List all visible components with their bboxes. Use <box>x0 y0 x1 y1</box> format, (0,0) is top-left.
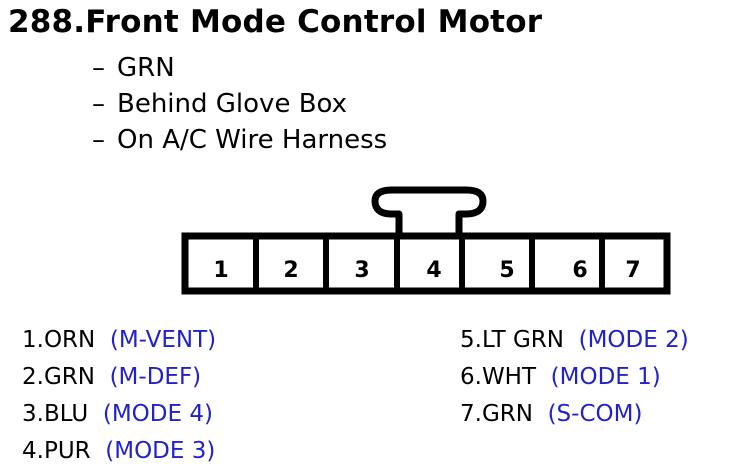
wire-color: 6.WHT <box>460 364 537 390</box>
detail-line-location: –Behind Glove Box <box>92 86 387 122</box>
connector-body <box>181 232 671 295</box>
legend-row-pin-5: 5.LT GRN (MODE 2) <box>460 322 689 359</box>
pin-number-4: 4 <box>426 258 441 283</box>
detail-line-color: –GRN <box>92 50 387 86</box>
detail-text: On A/C Wire Harness <box>117 125 388 155</box>
page-title: 288.Front Mode Control Motor <box>8 4 543 40</box>
signal-name: (MODE 4) <box>102 401 213 427</box>
dash: – <box>92 53 105 83</box>
legend-row-pin-1: 1.ORN (M-VENT) <box>22 322 216 359</box>
detail-line-harness: –On A/C Wire Harness <box>92 122 387 158</box>
pin-number-1: 1 <box>213 258 228 283</box>
legend-row-pin-4: 4.PUR (MODE 3) <box>22 433 216 470</box>
signal-name: (MODE 1) <box>550 364 661 390</box>
dash: – <box>92 89 105 119</box>
pin-number-5: 5 <box>499 258 514 283</box>
pin-legend-right: 5.LT GRN (MODE 2) 6.WHT (MODE 1) 7.GRN (… <box>460 322 689 433</box>
location-details: –GRN –Behind Glove Box –On A/C Wire Harn… <box>92 50 387 158</box>
detail-text: Behind Glove Box <box>117 89 348 119</box>
wire-color: 7.GRN <box>460 401 533 427</box>
legend-row-pin-6: 6.WHT (MODE 1) <box>460 359 689 396</box>
wire-color: 2.GRN <box>22 364 95 390</box>
pin-legend-left: 1.ORN (M-VENT) 2.GRN (M-DEF) 3.BLU (MODE… <box>22 322 216 470</box>
detail-text: GRN <box>117 53 175 83</box>
signal-name: (M-DEF) <box>109 364 202 390</box>
pin-number-3: 3 <box>354 258 369 283</box>
signal-name: (MODE 2) <box>578 327 689 353</box>
connector-lock-tab <box>371 186 487 236</box>
signal-name: (S-COM) <box>547 401 643 427</box>
wire-color: 4.PUR <box>22 438 91 464</box>
pin-number-2: 2 <box>283 258 298 283</box>
legend-row-pin-2: 2.GRN (M-DEF) <box>22 359 216 396</box>
signal-name: (MODE 3) <box>105 438 216 464</box>
legend-row-pin-7: 7.GRN (S-COM) <box>460 396 689 433</box>
wire-color: 1.ORN <box>22 327 96 353</box>
signal-name: (M-VENT) <box>109 327 217 353</box>
pin-number-7: 7 <box>625 258 640 283</box>
pin-number-6: 6 <box>572 258 587 283</box>
wire-color: 5.LT GRN <box>460 327 564 353</box>
dash: – <box>92 125 105 155</box>
wire-color: 3.BLU <box>22 401 89 427</box>
legend-row-pin-3: 3.BLU (MODE 4) <box>22 396 216 433</box>
